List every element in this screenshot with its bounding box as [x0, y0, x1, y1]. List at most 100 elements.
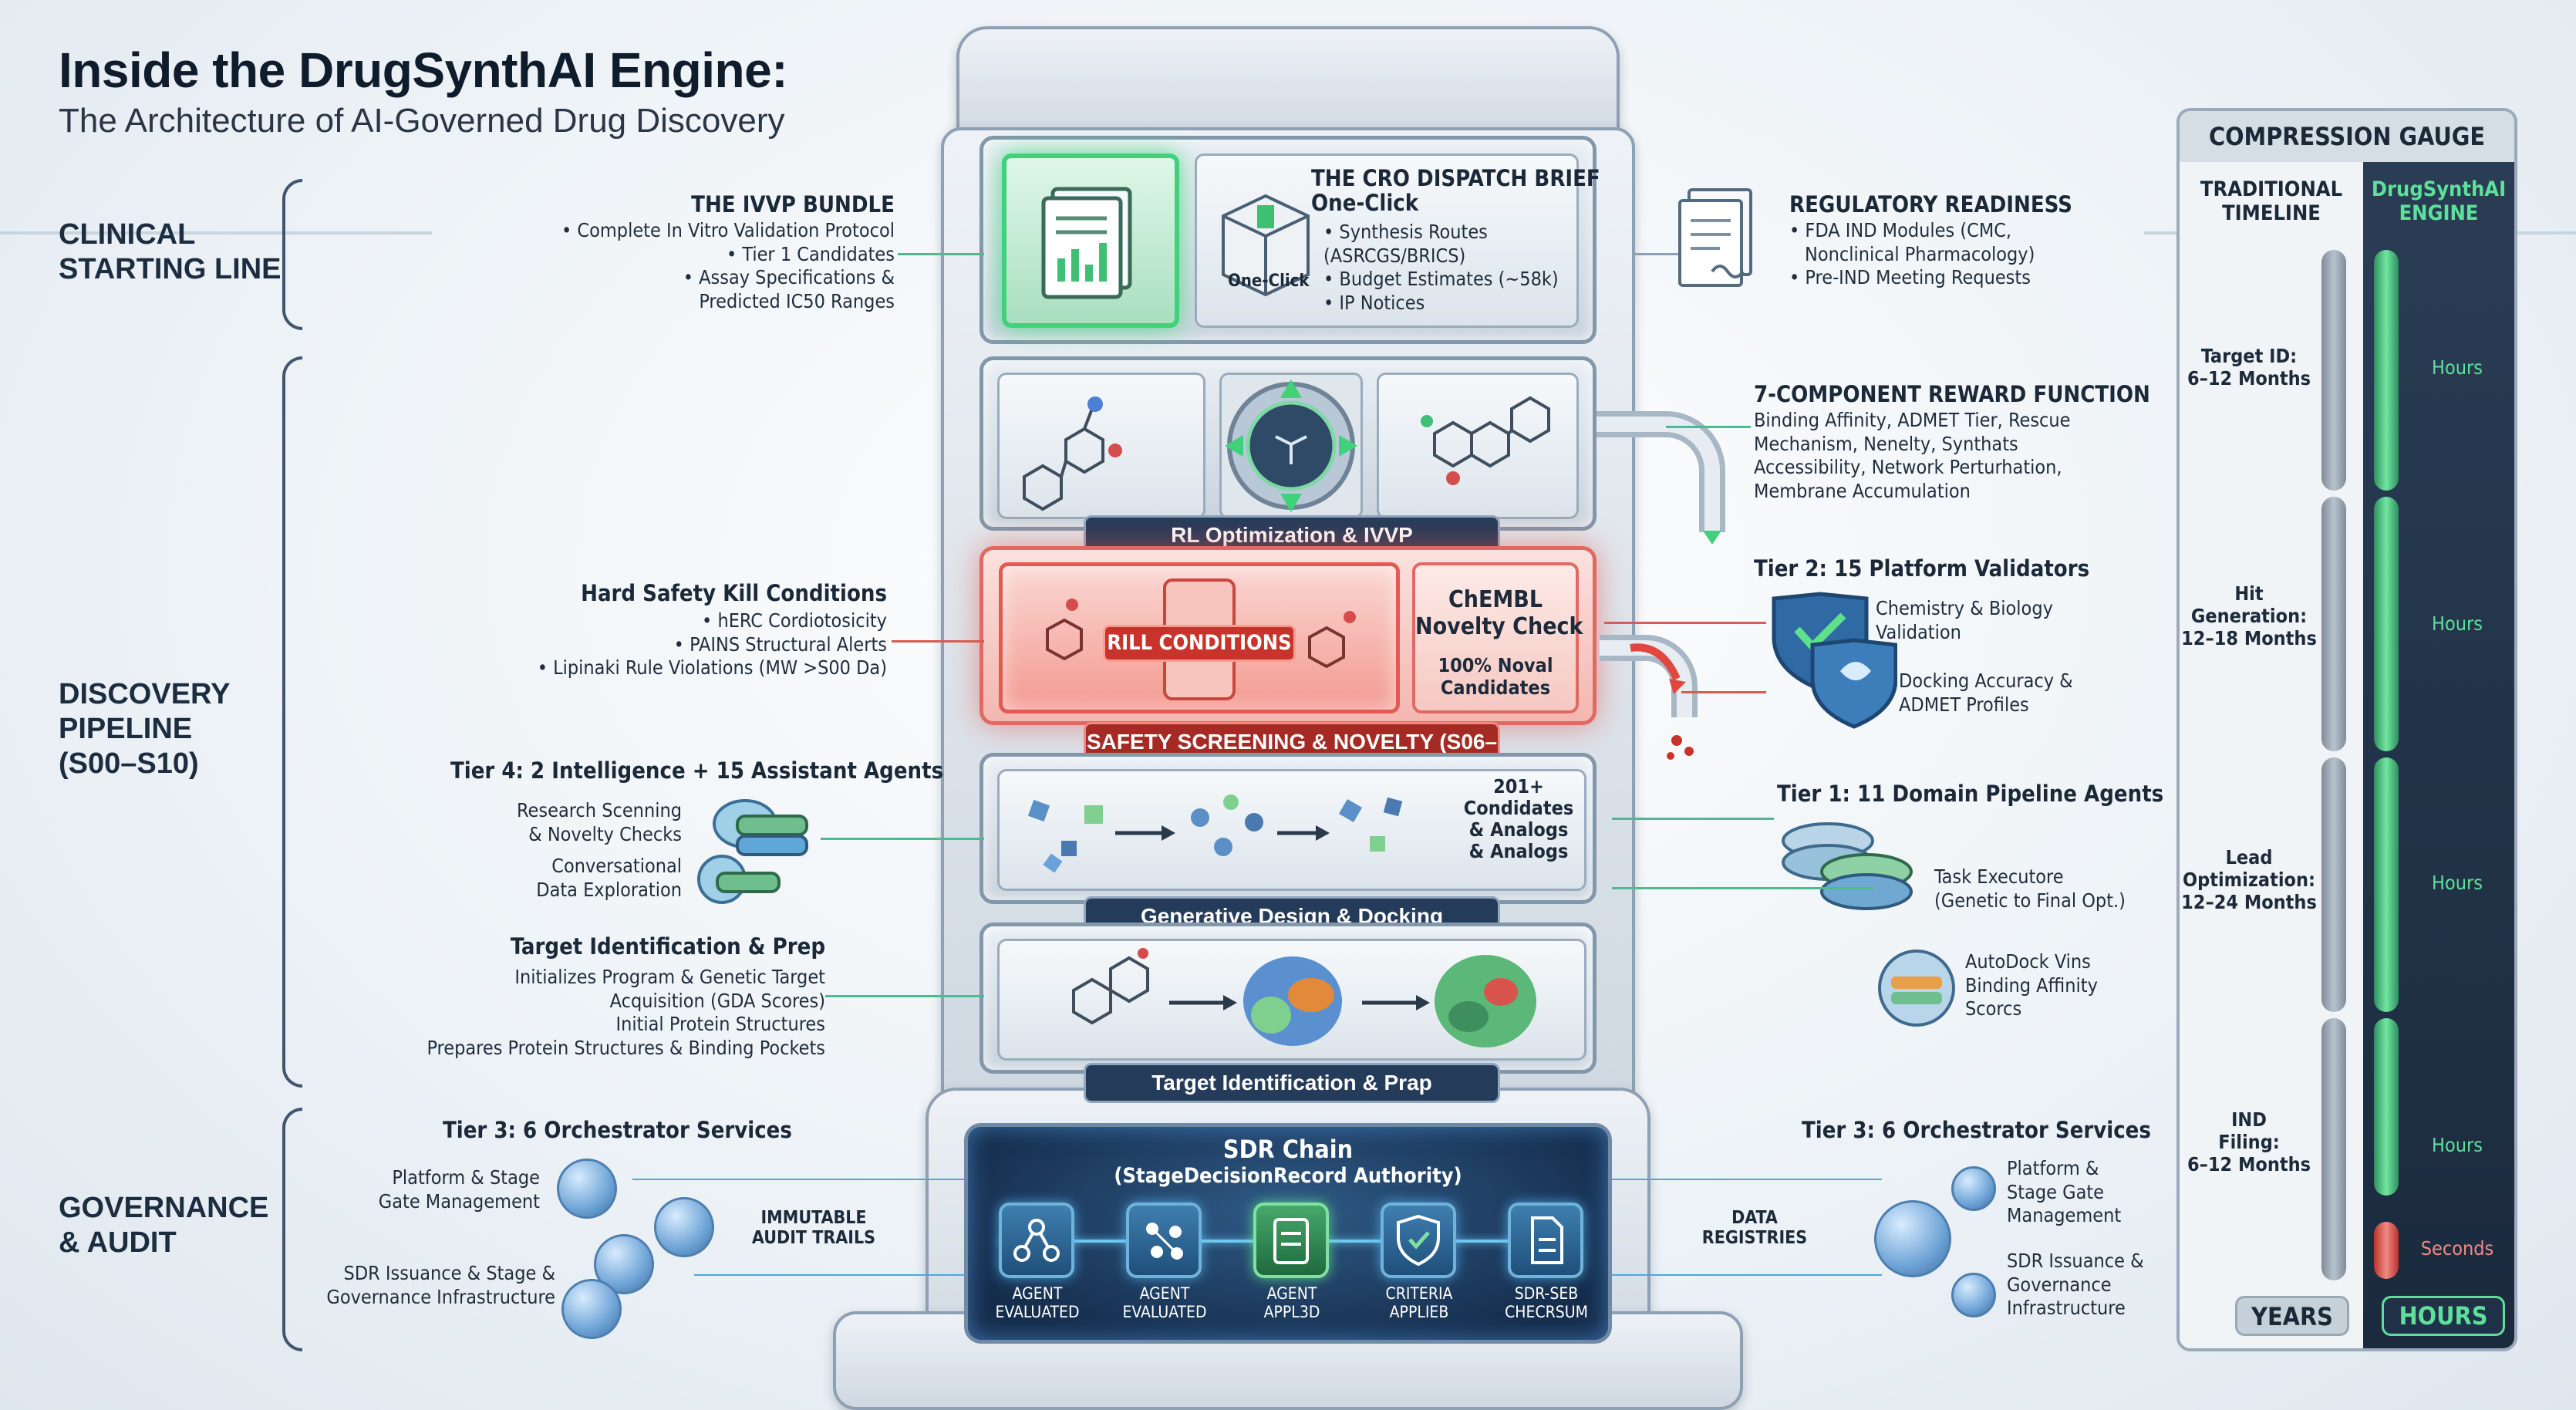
sdr-node-label: AGENT EVALUATED [1122, 1284, 1207, 1322]
connector-line [1612, 1179, 1882, 1180]
connector-line [694, 1274, 964, 1276]
target-core-icon [1225, 379, 1357, 512]
shield-icon [1772, 592, 1897, 729]
one-click-icon-label: One-Click [1228, 272, 1310, 291]
connector-line [1681, 691, 1766, 693]
brace-clinical [282, 179, 302, 330]
engine-tube-seconds [2374, 1222, 2399, 1279]
node-sphere-icon [1951, 1273, 1996, 1317]
gauge-row-value: Hours [2432, 612, 2483, 635]
connector-line [892, 640, 984, 643]
section-discovery: DISCOVERY PIPELINE (S00–S10) [59, 678, 231, 780]
module-safety: RILL CONDITIONS ChEMBL Novelty Check 100… [979, 546, 1597, 725]
rl-core-window [1219, 373, 1363, 519]
tier4-item: Research Scenning & Novelty Checks [517, 799, 682, 845]
page-subtitle: The Architecture of AI-Governed Drug Dis… [59, 102, 785, 140]
node-sphere-icon [1874, 1200, 1951, 1277]
engine-header: DrugSynthAI ENGINE [2371, 177, 2507, 226]
connector-line [632, 1179, 964, 1180]
gauge-row-label: IND Filing: 6–12 Months [2187, 1108, 2311, 1176]
page-title: Inside the DrugSynthAI Engine: [59, 42, 788, 98]
tier4-heading: Tier 4: 2 Intelligence + 15 Assistant Ag… [450, 757, 944, 784]
connector-line [1635, 253, 1678, 255]
reward-heading: 7-COMPONENT REWARD FUNCTION [1754, 381, 2150, 407]
ivvp-item: • Tier 1 Candidates [726, 242, 895, 265]
node-sphere-icon [557, 1159, 617, 1219]
traditional-tube [2321, 250, 2346, 491]
waste-pipe-icon [1600, 635, 1698, 760]
regulatory-list: • FDA IND Modules (CMC, Nonclinical Phar… [1789, 219, 2035, 290]
tower-cap [956, 26, 1620, 142]
engine-tube [2374, 757, 2399, 1012]
document-stack-icon [1041, 187, 1132, 299]
tier4-item: Conversational Data Exploration [536, 855, 682, 901]
regulatory-documents-icon [1678, 188, 1752, 287]
regulatory-item: • Pre-IND Meeting Requests [1789, 266, 2031, 288]
ivvp-item: • Assay Specifications & [683, 266, 895, 288]
ivvp-item: Predicted IC50 Ranges [699, 289, 895, 312]
tier1-item: AutoDock Vins Binding Affinity Scorcs [1965, 950, 2098, 1020]
sdr-chain-panel: SDR Chain (StageDecisionRecord Authority… [964, 1123, 1612, 1344]
audit-trails-label: IMMUTABLE AUDIT TRAILS [751, 1208, 876, 1249]
gauge-row-value: Hours [2432, 872, 2483, 894]
cro-brief-window: One-Click [1195, 153, 1579, 328]
molecule-grid-icon [1146, 1223, 1183, 1260]
novelty-check-window: ChEMBL Novelty Check 100% Noval Candidat… [1412, 562, 1583, 713]
target-item: Acquisition (GDA Scores) [609, 989, 825, 1012]
gauge-row-value: Hours [2432, 356, 2483, 379]
gauge-seconds-value: Seconds [2420, 1237, 2494, 1260]
connector-line [821, 838, 984, 840]
gauge-row-label: Hit Generation: 12–18 Months [2181, 582, 2317, 649]
governance-right-item: Platform & Stage Gate Management [2007, 1157, 2122, 1226]
cro-item: • IP Notices [1323, 291, 1425, 314]
ivvp-bundle-heading: THE IVVP BUNDLE [691, 191, 895, 218]
cro-item: (ASRCGS/BRICS) [1323, 244, 1466, 267]
safety-list: • hERC Cordiotosicity • PAINS Structural… [463, 609, 887, 680]
ivvp-document-window [1002, 153, 1179, 328]
target-item: Initial Protein Structures [615, 1013, 825, 1035]
target-item: Initializes Program & Genetic Target [514, 966, 825, 988]
module-generative: 201+ Condidates & Analogs & Analogs [979, 753, 1597, 904]
molecule-window-right [1377, 373, 1579, 519]
sdr-node-label: AGENT APPL3D [1263, 1284, 1320, 1322]
regulatory-item: • FDA IND Modules (CMC, [1789, 219, 2012, 241]
sdr-node-label: AGENT EVALUATED [995, 1284, 1080, 1322]
engine-tube [2374, 1018, 2399, 1196]
target-heading: Target Identification & Prep [510, 933, 825, 960]
connector-line [1666, 426, 1751, 428]
sdr-node-5 [1508, 1203, 1583, 1278]
sdr-node-2 [1126, 1203, 1202, 1278]
reward-item: Accessibility, Network Perturhation, [1754, 456, 2062, 478]
brace-governance [282, 1108, 302, 1351]
clipboard-icon [1273, 1218, 1309, 1264]
ivvp-bundle-list: • Complete In Vitro Validation Protocol … [494, 219, 895, 313]
traditional-tube [2321, 497, 2346, 751]
molecule-icon [1421, 396, 1550, 485]
molecule-icon [1023, 396, 1122, 511]
cro-item: • Synthesis Routes [1323, 221, 1488, 243]
traditional-tube [2321, 757, 2346, 1012]
molecule-window-left [997, 373, 1205, 519]
document-icon [1531, 1216, 1563, 1264]
novelty-check-title: ChEMBL Novelty Check [1415, 586, 1583, 640]
node-sphere-icon [1951, 1166, 1996, 1211]
ivvp-item: • Complete In Vitro Validation Protocol [561, 219, 895, 241]
brace-discovery [282, 356, 302, 1088]
sdr-subtitle: (StageDecisionRecord Authority) [1114, 1164, 1462, 1188]
safety-item: • hERC Cordiotosicity [702, 609, 887, 632]
cro-brief-list: • Synthesis Routes (ASRCGS/BRICS) • Budg… [1323, 221, 1559, 315]
network-icon [1013, 1219, 1060, 1262]
engine-tube [2374, 250, 2399, 491]
output-pipe-icon [1597, 411, 1725, 545]
module-clinical: One-Click [979, 136, 1597, 344]
kill-conditions-badge: RILL CONDITIONS [1103, 625, 1296, 662]
reward-item: Membrane Accumulation [1754, 479, 1971, 502]
cro-item: • Budget Estimates (~58k) [1323, 268, 1559, 290]
governance-left-item: SDR Issuance & Stage & Governance Infras… [326, 1262, 555, 1308]
reward-item: Binding Affinity, ADMET Tier, Rescue [1754, 409, 2071, 431]
reward-list: Binding Affinity, ADMET Tier, Rescue Mec… [1754, 409, 2071, 503]
regulatory-heading: REGULATORY READINESS [1789, 191, 2072, 218]
connector-line [1604, 622, 1766, 624]
years-badge: YEARS [2235, 1296, 2349, 1336]
box-icon [1222, 194, 1310, 297]
